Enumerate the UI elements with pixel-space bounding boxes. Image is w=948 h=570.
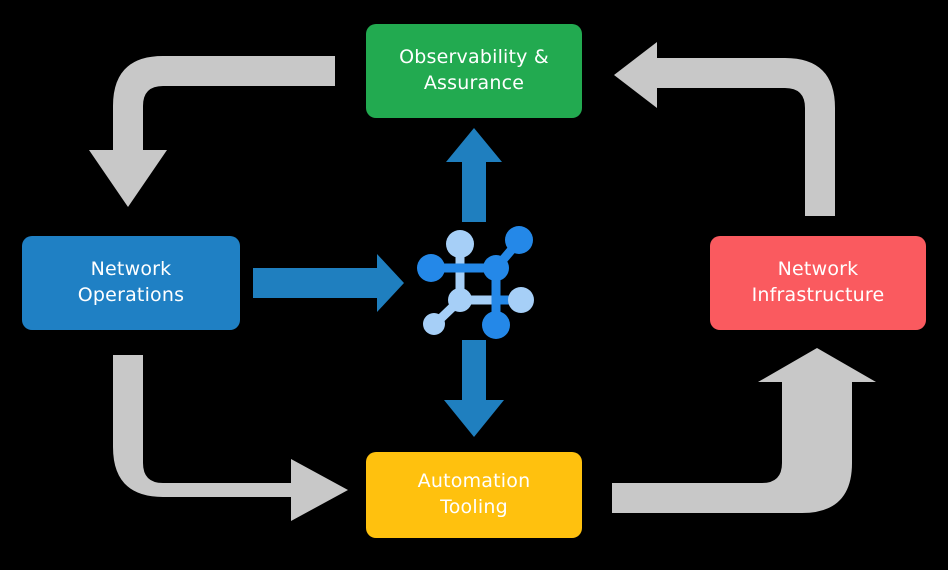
arrow-operations-to-automation [113, 355, 348, 521]
icon-node-bottom-right [482, 311, 510, 339]
icon-node-top-right [505, 226, 533, 254]
icon-node-center [483, 255, 509, 281]
icon-node-left [417, 254, 445, 282]
node-box-observability[interactable]: Observability & Assurance [366, 24, 582, 118]
node-label-observability-line2: Assurance [423, 72, 525, 94]
node-box-automation[interactable]: Automation Tooling [366, 452, 582, 538]
node-label-observability-line1: Observability & [399, 46, 549, 69]
arrow-observability-to-operations [89, 56, 335, 207]
arrow-infrastructure-to-observability [614, 42, 835, 216]
node-box-infrastructure[interactable]: Network Infrastructure [710, 236, 926, 330]
arrow-center-to-observability [446, 128, 502, 222]
node-label-operations-line2: Operations [77, 284, 185, 306]
node-label-infrastructure-line1: Network [777, 258, 859, 281]
arrow-automation-to-infrastructure [612, 348, 876, 513]
node-box-operations[interactable]: Network Operations [22, 236, 240, 330]
node-label-automation-line2: Tooling [440, 496, 508, 518]
icon-node-top-left [446, 230, 474, 258]
icon-node-bottom-left [423, 313, 445, 335]
node-label-operations-line1: Network [90, 258, 172, 281]
arrow-center-to-automation [444, 340, 504, 437]
icon-node-mid-left [448, 288, 472, 312]
node-label-automation-line1: Automation [417, 470, 531, 493]
icon-node-mid-right [508, 287, 534, 313]
network-topology-icon [417, 226, 534, 339]
node-label-infrastructure-line2: Infrastructure [751, 284, 885, 306]
arrow-operations-to-center [253, 254, 404, 312]
